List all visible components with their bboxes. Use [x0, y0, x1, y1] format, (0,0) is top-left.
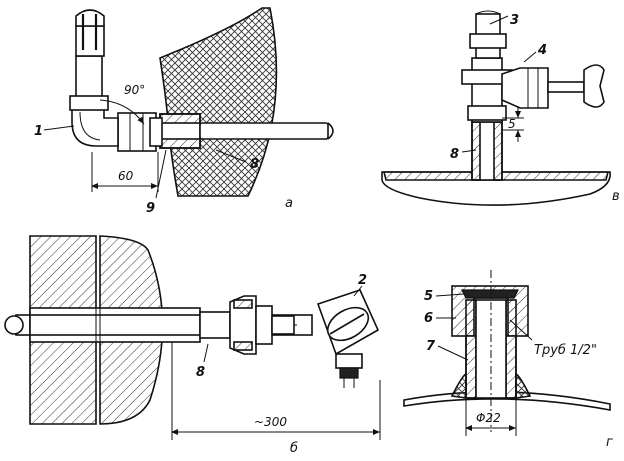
pipe-label-g: Труб 1/2" — [534, 343, 597, 358]
valve-bonnet-4 — [501, 67, 549, 109]
part-label-5: 5 — [424, 289, 433, 304]
sublabel-b: б — [290, 441, 298, 456]
union-fitting-b — [229, 295, 257, 355]
part-label-9: 9 — [146, 201, 155, 216]
dimension-label-b: ~300 — [254, 415, 287, 429]
sublabel-a: а — [285, 196, 293, 211]
part-label-8-b: 8 — [196, 365, 205, 380]
figure-a: 90° 60 1 8 9 а — [34, 7, 334, 216]
sublabel-g: г — [606, 435, 613, 450]
weld-left — [450, 372, 467, 399]
figure-v: 5 3 4 8 в — [381, 10, 620, 206]
dimension-label-g: Φ22 — [476, 411, 501, 425]
dimension-label-a: 60 — [118, 169, 134, 183]
rod-tip-b — [4, 315, 24, 335]
weld-right — [515, 372, 532, 399]
figure-b: ~300 2 8 б — [4, 235, 381, 456]
head-cap-a — [75, 9, 105, 27]
handwheel-v — [583, 64, 605, 108]
part-label-1: 1 — [34, 124, 43, 139]
part-label-8-a: 8 — [250, 157, 259, 172]
part-label-8-v: 8 — [450, 147, 459, 162]
elbow-fitting-a — [71, 107, 119, 147]
figure-g: Φ22 5 6 7 Труб 1/2" г — [403, 270, 613, 450]
sublabel-v: в — [612, 189, 620, 204]
part-label-3: 3 — [510, 13, 519, 28]
part-label-4: 4 — [537, 43, 547, 58]
angle-label-a: 90° — [124, 83, 145, 97]
part-label-2: 2 — [358, 273, 367, 288]
part-label-7: 7 — [426, 339, 436, 354]
probe-rod-a — [199, 122, 329, 140]
thermocouple-head-2 — [316, 289, 380, 388]
dimension-label-v: 5 — [508, 117, 516, 131]
sealing-layer-5 — [461, 289, 519, 299]
part-label-6: 6 — [424, 311, 433, 326]
